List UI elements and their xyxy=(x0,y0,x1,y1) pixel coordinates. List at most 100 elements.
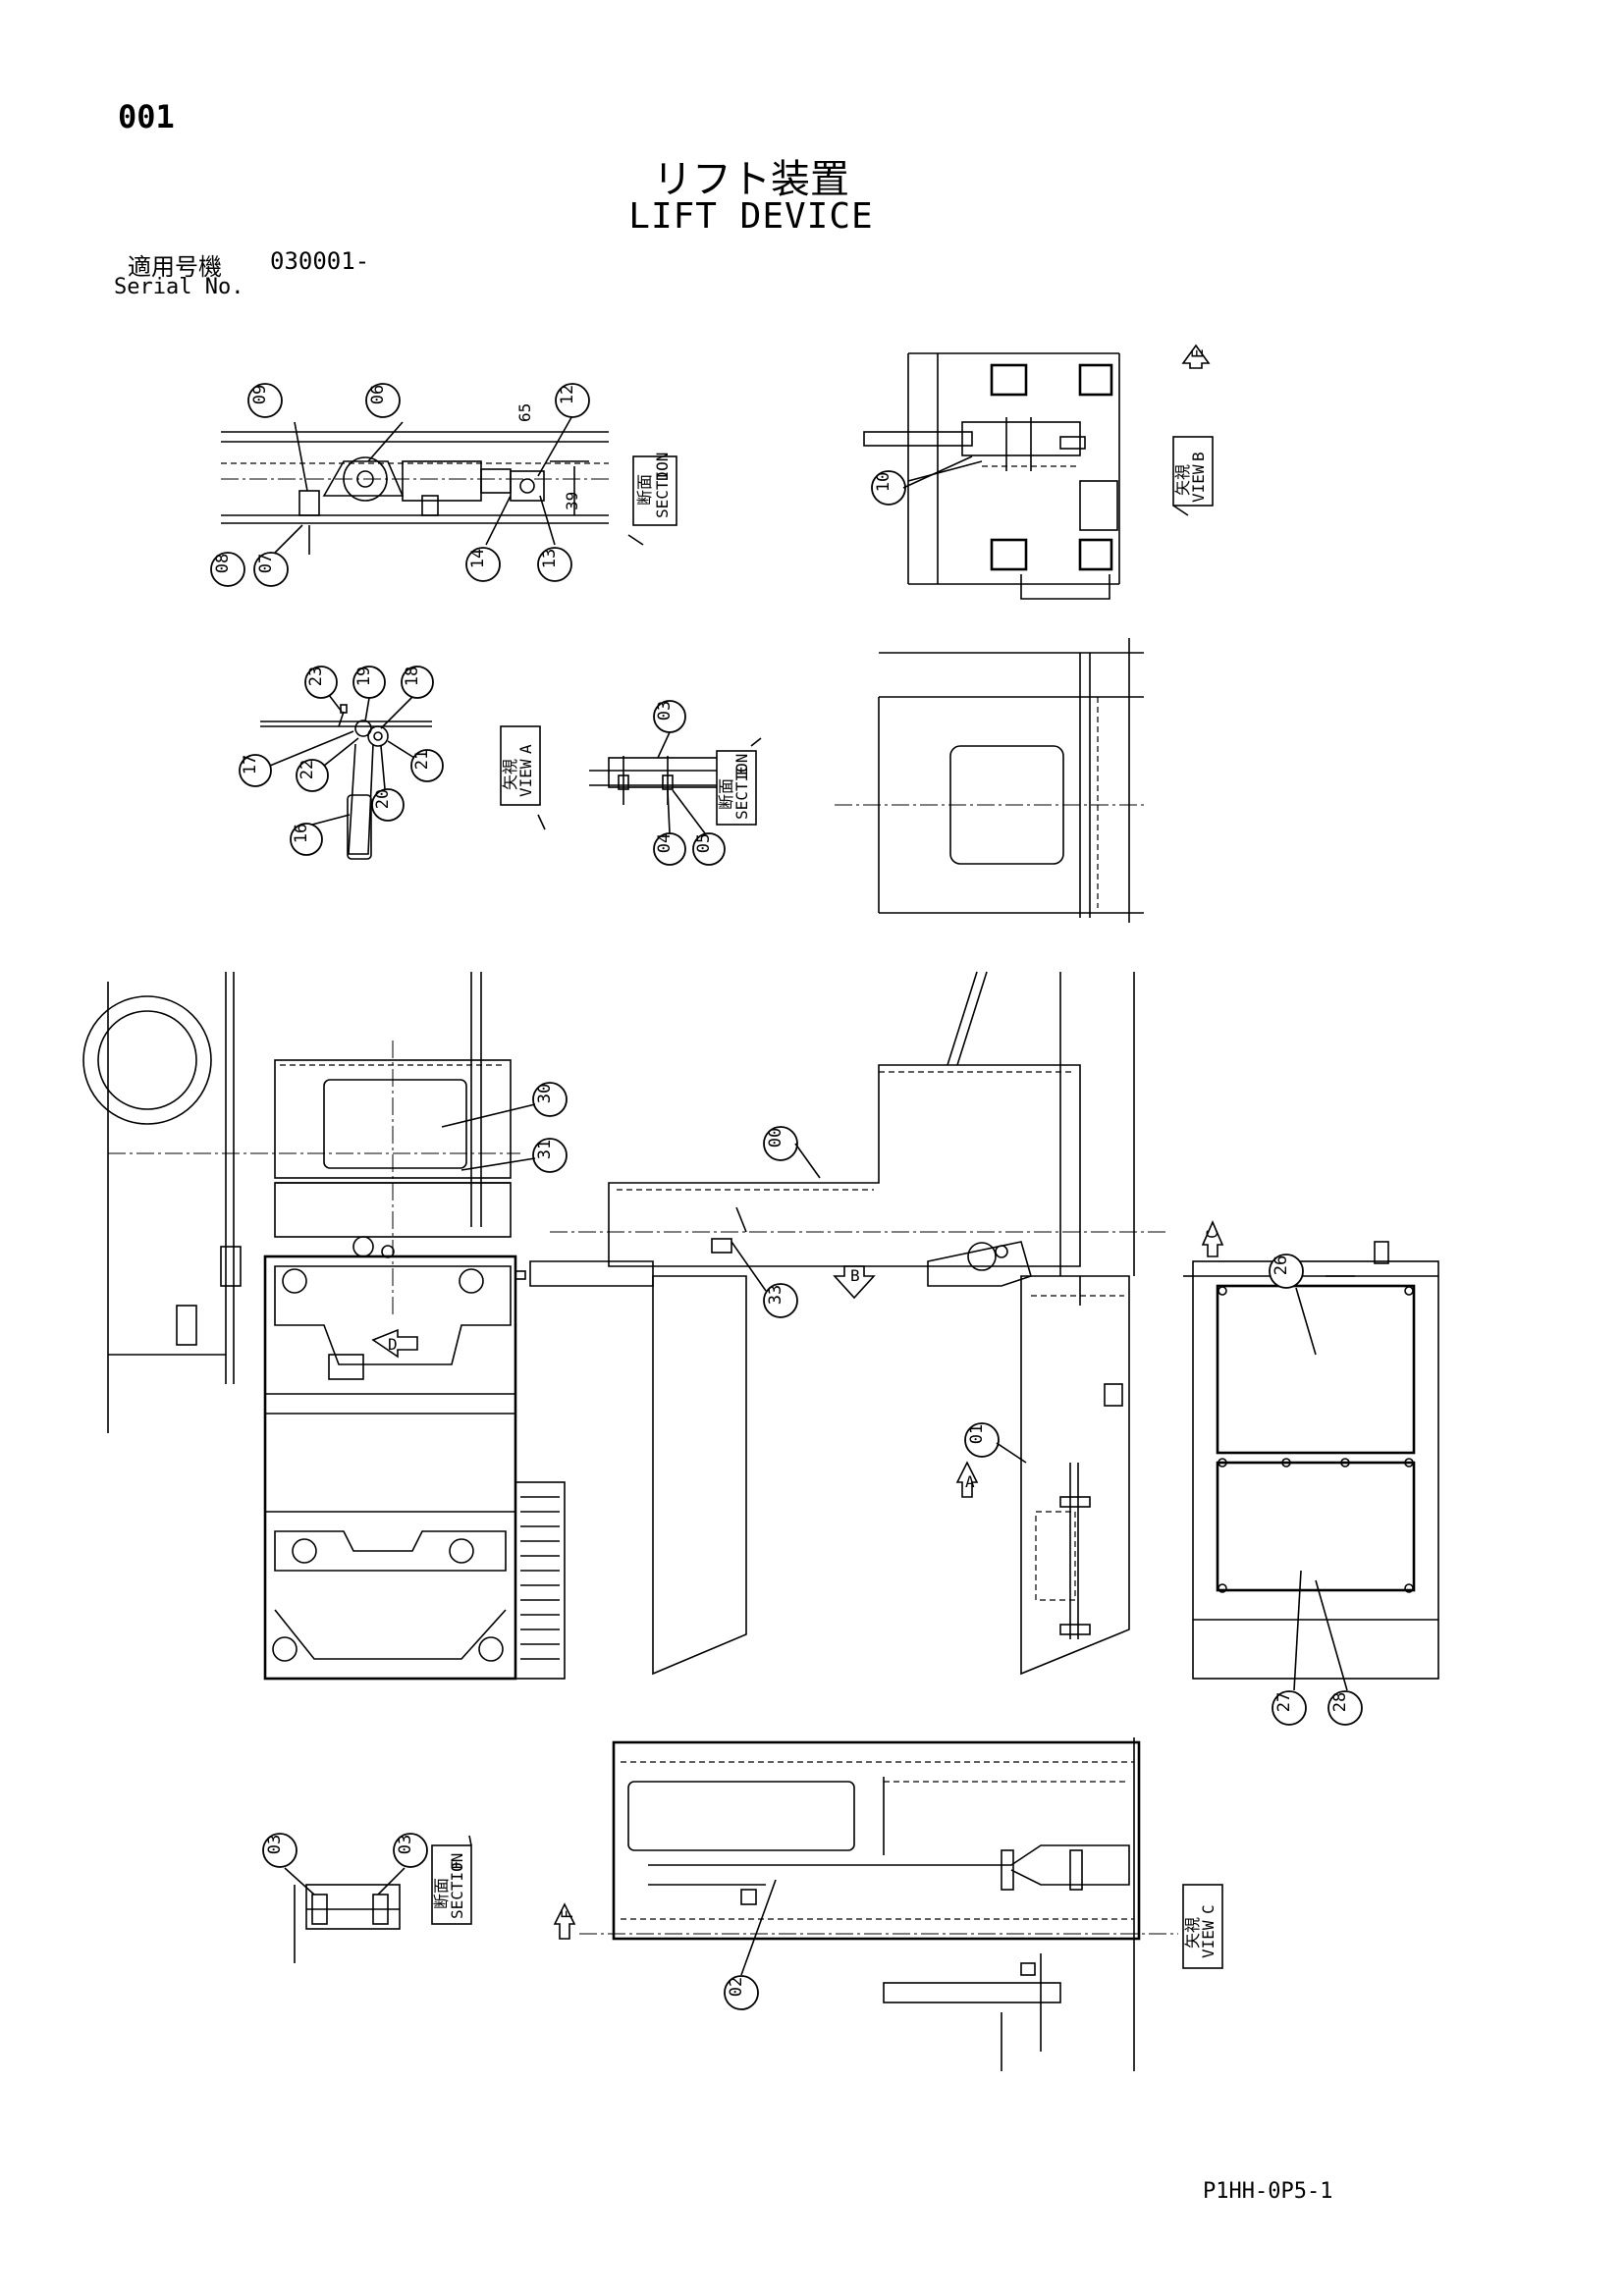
view-c-en: VIEW xyxy=(1199,1920,1218,1958)
callout-26: 26 xyxy=(1269,1254,1304,1289)
dimension-65: 65 xyxy=(515,403,534,422)
section-e-detail: 断面 SECTION E xyxy=(589,737,762,826)
svg-text:14: 14 xyxy=(468,549,488,568)
callout-22: 22 xyxy=(296,759,329,792)
bottom-plan-view: F 矢視 VIEW C xyxy=(553,1737,1223,2071)
callout-14: 14 xyxy=(465,547,501,582)
page-title-jp: リフト装置 xyxy=(653,157,849,202)
section-f-detail: 断面 SECTION F xyxy=(294,1835,472,1963)
callout-03-left: 03 xyxy=(262,1833,298,1868)
callout-33: 33 xyxy=(763,1283,798,1318)
svg-text:27: 27 xyxy=(1274,1692,1294,1712)
section-e-jp: 断面 xyxy=(717,778,735,810)
arrow-e-letter: E xyxy=(1188,348,1207,358)
callout-12: 12 xyxy=(555,383,590,418)
svg-text:03: 03 xyxy=(396,1835,415,1854)
svg-text:01: 01 xyxy=(967,1424,987,1444)
page-title-en: LIFT DEVICE xyxy=(628,196,874,237)
arrow-a-letter: A xyxy=(965,1472,975,1491)
svg-text:28: 28 xyxy=(1330,1692,1350,1712)
callout-04: 04 xyxy=(653,832,686,866)
callout-28: 28 xyxy=(1327,1690,1363,1726)
page-number: 001 xyxy=(118,98,175,135)
callout-16: 16 xyxy=(290,823,323,856)
svg-text:18: 18 xyxy=(403,667,422,686)
svg-text:06: 06 xyxy=(368,385,388,404)
callout-10: 10 xyxy=(871,470,906,506)
svg-text:22: 22 xyxy=(298,760,317,779)
callout-06: 06 xyxy=(365,383,401,418)
leader-lines xyxy=(269,455,1348,1976)
dimension-39: 39 xyxy=(563,492,581,510)
section-f-jp: 断面 xyxy=(432,1878,451,1909)
svg-text:21: 21 xyxy=(412,750,432,770)
svg-text:19: 19 xyxy=(354,667,374,686)
section-d-letter: D xyxy=(653,471,672,481)
callout-08: 08 xyxy=(210,552,245,587)
arrow-b-letter: B xyxy=(850,1266,860,1285)
callout-21: 21 xyxy=(410,749,444,782)
svg-text:08: 08 xyxy=(213,554,233,573)
serial-label-en: Serial No. xyxy=(114,275,244,299)
side-panel-view xyxy=(835,638,1144,923)
callout-03-top: 03 xyxy=(653,700,686,733)
callout-23: 23 xyxy=(304,666,338,699)
svg-text:12: 12 xyxy=(558,385,577,404)
callout-20: 20 xyxy=(371,788,405,822)
main-plan-view: D xyxy=(82,972,566,1681)
section-e-letter: E xyxy=(732,766,751,775)
svg-text:03: 03 xyxy=(655,701,675,721)
view-a-jp: 矢視 xyxy=(501,759,519,790)
svg-text:33: 33 xyxy=(766,1285,785,1305)
view-b-letter: B xyxy=(1189,452,1208,461)
callout-30: 30 xyxy=(532,1082,568,1117)
callout-18: 18 xyxy=(401,666,434,699)
drawing-code: P1HH-0P5-1 xyxy=(1203,2179,1333,2204)
section-d-en: SECTION xyxy=(653,453,672,518)
svg-text:09: 09 xyxy=(250,385,270,404)
svg-text:20: 20 xyxy=(373,789,393,809)
section-e-en: SECTION xyxy=(732,754,751,820)
callout-00: 00 xyxy=(763,1126,798,1161)
section-f-letter: F xyxy=(448,1860,466,1870)
svg-text:05: 05 xyxy=(694,833,714,853)
svg-text:23: 23 xyxy=(306,667,326,686)
view-a-letter: A xyxy=(516,744,535,754)
view-a-en: VIEW xyxy=(516,759,535,797)
svg-text:07: 07 xyxy=(256,554,276,573)
svg-text:26: 26 xyxy=(1272,1255,1291,1275)
arrow-f-letter: F xyxy=(558,1909,576,1919)
door-panel-view: C xyxy=(1183,1219,1439,1680)
callout-17: 17 xyxy=(239,754,272,787)
serial-label-jp: 適用号機 xyxy=(128,253,222,281)
svg-text:03: 03 xyxy=(265,1835,285,1854)
callout-31: 31 xyxy=(532,1138,568,1173)
callout-19: 19 xyxy=(352,666,386,699)
serial-value: 030001- xyxy=(270,247,370,275)
section-f-en: SECTION xyxy=(448,1853,466,1919)
arrow-c-letter: C xyxy=(1203,1229,1221,1239)
callout-13: 13 xyxy=(537,547,572,582)
callout-01: 01 xyxy=(964,1422,1000,1458)
svg-text:31: 31 xyxy=(535,1140,555,1159)
svg-text:17: 17 xyxy=(241,755,260,774)
view-a-detail: 矢視 VIEW A xyxy=(260,704,546,860)
svg-text:00: 00 xyxy=(766,1128,785,1148)
section-d-detail: 65 39 断面 SECTION D xyxy=(221,403,677,556)
center-frame-view: B A xyxy=(529,971,1168,1676)
section-d-jp: 断面 xyxy=(635,474,654,506)
callout-09: 09 xyxy=(247,383,283,418)
svg-text:04: 04 xyxy=(655,833,675,853)
callout-27: 27 xyxy=(1272,1690,1307,1726)
view-c-letter: C xyxy=(1199,1904,1218,1914)
svg-text:10: 10 xyxy=(874,472,893,492)
arrow-d-letter: D xyxy=(388,1335,398,1354)
view-b-detail: 矢視 VIEW B E xyxy=(863,344,1214,600)
callout-05: 05 xyxy=(692,832,726,866)
callout-03-right: 03 xyxy=(393,1833,428,1868)
callout-07: 07 xyxy=(253,552,289,587)
view-b-jp: 矢視 xyxy=(1173,464,1192,496)
svg-text:16: 16 xyxy=(292,824,311,843)
view-c-jp: 矢視 xyxy=(1183,1917,1202,1949)
